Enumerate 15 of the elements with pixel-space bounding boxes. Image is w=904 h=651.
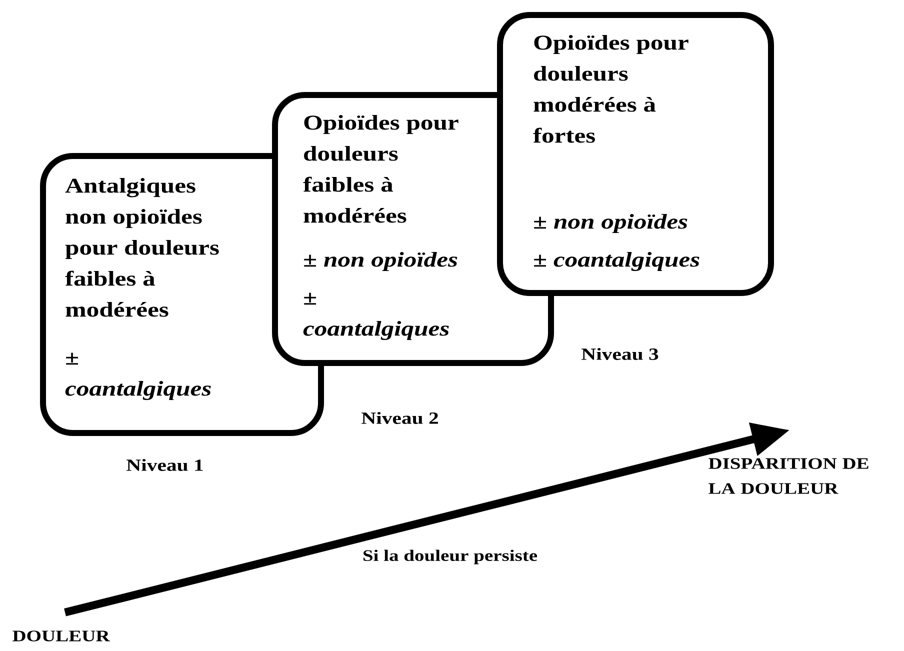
end-label: DISPARITION DE LA DOULEUR <box>708 458 868 494</box>
end-label: DOULEUR <box>12 630 110 642</box>
box-heading: Opioïdes pour douleurs modérées à fortes <box>533 35 688 143</box>
box-note: ± non opioïdes <box>304 252 458 272</box>
level-label: Niveau 3 <box>582 348 658 360</box>
box-note: ± non opioïdes <box>534 214 688 234</box>
level-label: Niveau 2 <box>362 412 438 424</box>
level-label: Niveau 1 <box>126 459 203 471</box>
box-note: ± coantalgiques <box>65 352 211 400</box>
box-heading: Antalgiques non opioïdes pour douleurs faibles à modérées <box>65 178 219 317</box>
level-box <box>497 12 774 296</box>
box-heading: Opioïdes pour douleurs faibles à modérées <box>303 115 458 223</box>
box-note: ± coantalgiques <box>534 252 700 272</box>
edge-label: Si la douleur persiste <box>361 548 539 566</box>
box-note: ± coantalgiques <box>303 292 449 340</box>
